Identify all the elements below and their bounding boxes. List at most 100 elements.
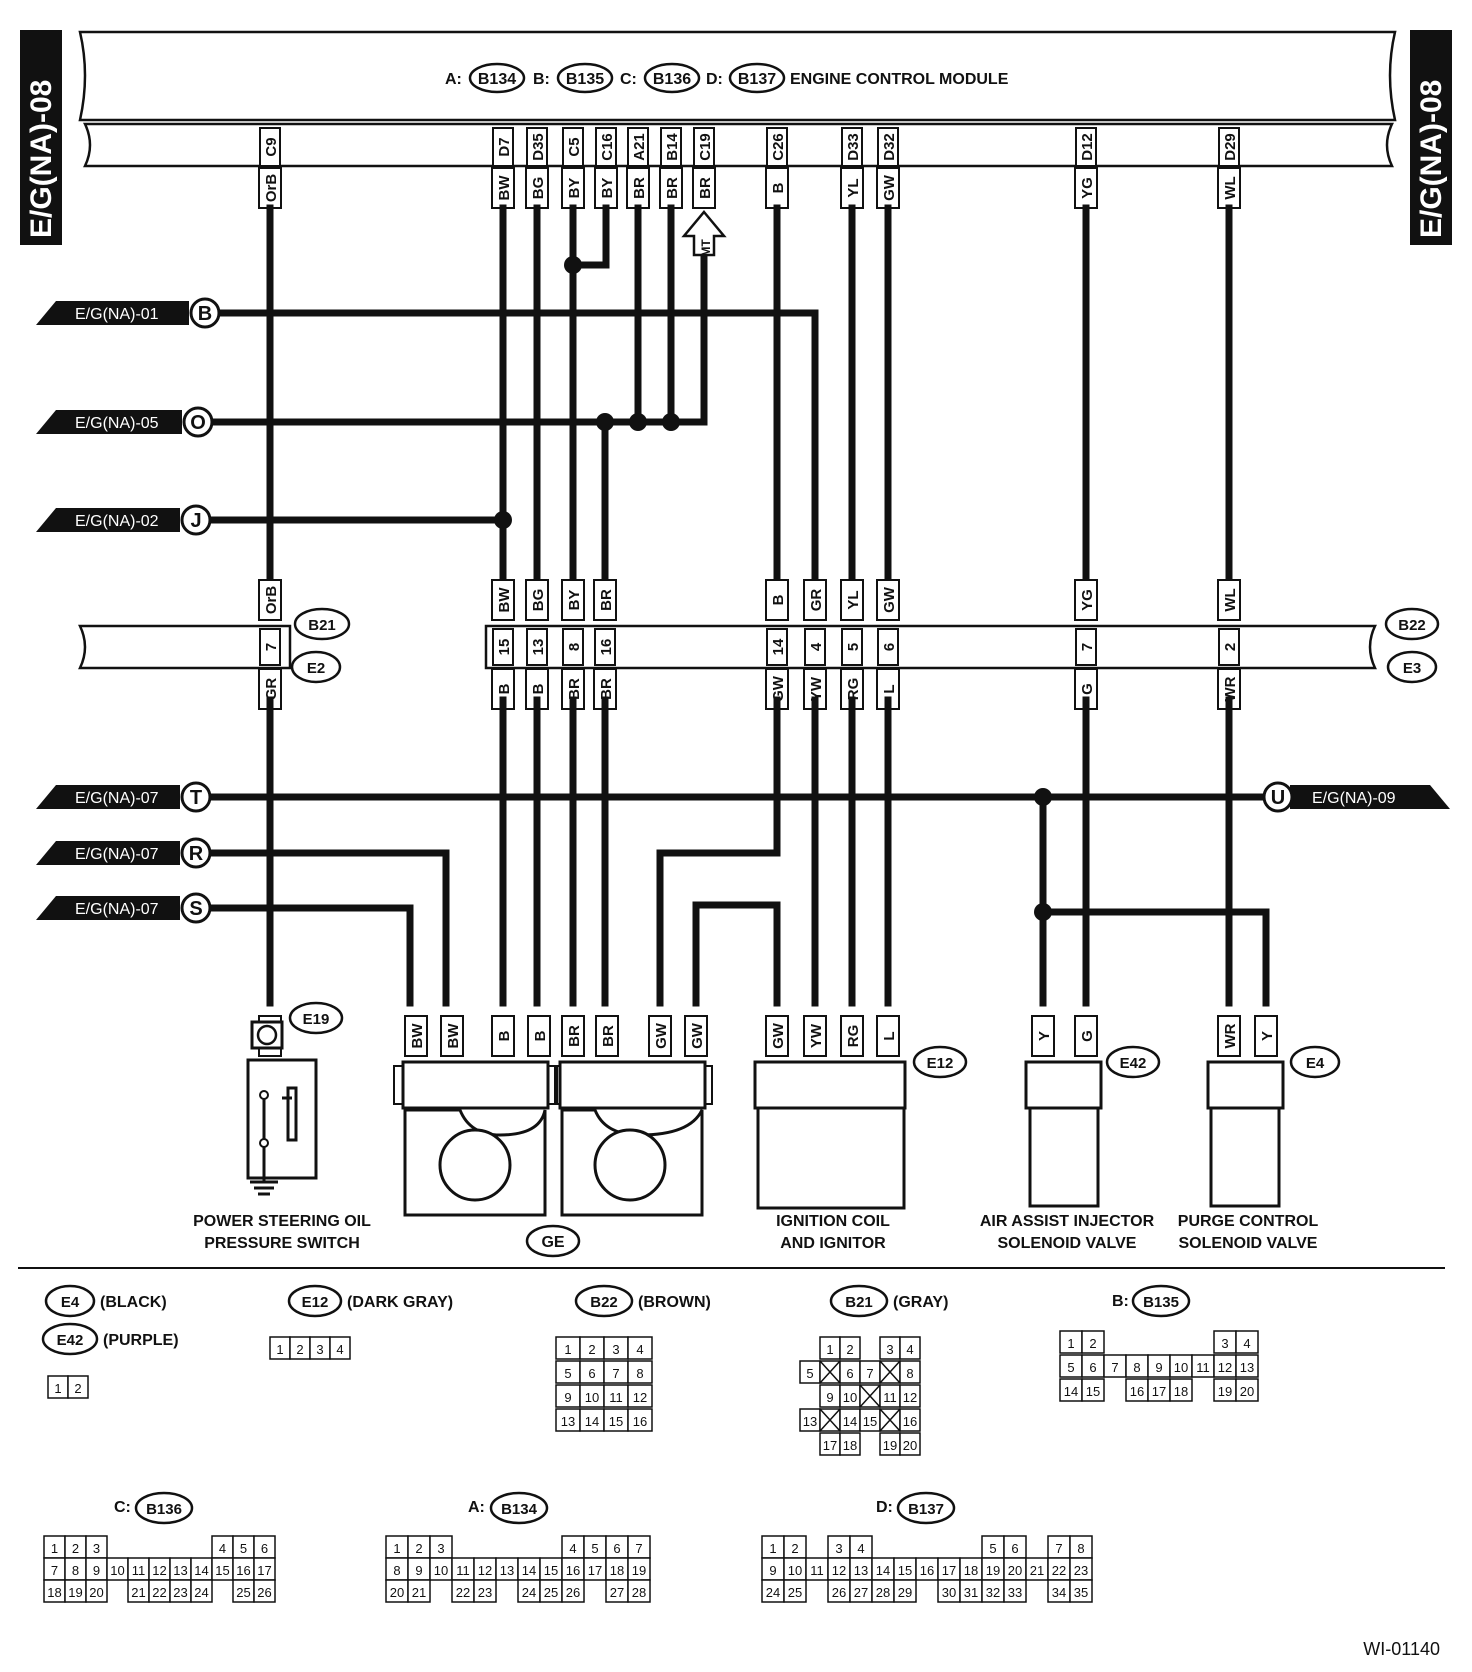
legend-b137-grid-pin: 21 bbox=[1030, 1563, 1044, 1578]
legend-b137-grid-pin: 20 bbox=[1008, 1563, 1022, 1578]
ecm-conn-b136: B136 bbox=[653, 71, 691, 88]
legend-b22-grid-pin: 15 bbox=[609, 1414, 623, 1429]
ecm-wire-color-1-group: BW bbox=[491, 167, 515, 209]
legend-b136-grid-cell bbox=[85, 1579, 108, 1603]
junction-pin-7-group: 5 bbox=[841, 628, 863, 666]
legend-b134-id-oval bbox=[489, 1491, 549, 1525]
ecm-pin-5-box bbox=[627, 127, 649, 167]
ecm-prefix-c: C: bbox=[620, 71, 637, 88]
legend-b137-prefix: D: bbox=[876, 1499, 893, 1516]
junction-pin-4-box bbox=[594, 628, 616, 666]
junction-lower-color-0-group: GR bbox=[258, 668, 282, 710]
legend-b21-grid-pin: 14 bbox=[843, 1414, 857, 1429]
ref-circle-4 bbox=[180, 837, 212, 869]
legend-b134-grid-pin: 11 bbox=[456, 1563, 470, 1578]
ecm-pin-4-box bbox=[595, 127, 617, 167]
ref-text-3: E/G(NA)-07 bbox=[75, 790, 159, 807]
legend-e12-grid-pin: 2 bbox=[296, 1342, 303, 1357]
junction-lower-color-4-group: BR bbox=[593, 668, 617, 710]
legend-b136-grid-pin: 9 bbox=[93, 1563, 100, 1578]
conn-e19-oval bbox=[288, 1001, 344, 1035]
ecm-pin-3-box bbox=[562, 127, 584, 167]
comp-wire-color-1-group: BW bbox=[404, 1015, 428, 1057]
legend-b136-grid-pin: 23 bbox=[173, 1585, 187, 1600]
legend-b21-desc: (GRAY) bbox=[893, 1294, 948, 1311]
comp-wire-color-13: Y bbox=[1036, 1031, 1053, 1041]
legend-b135-grid-cell bbox=[1235, 1330, 1259, 1354]
legend-b135-grid-pin: 8 bbox=[1133, 1360, 1140, 1375]
comp-wire-color-5: BR bbox=[566, 1025, 583, 1047]
comp-wire-color-6: BR bbox=[600, 1025, 617, 1047]
legend-b136-grid-pin: 22 bbox=[152, 1585, 166, 1600]
ecm-wire-color-2: BG bbox=[530, 177, 547, 200]
legend-b136-grid-pin: 12 bbox=[152, 1563, 166, 1578]
ref-circle-5 bbox=[180, 892, 212, 924]
junction-pin-6-box bbox=[804, 628, 826, 666]
legend-b136-grid-pin: 3 bbox=[93, 1541, 100, 1556]
junction-pin-0-box bbox=[259, 628, 281, 666]
legend-b21-grid-pin: 5 bbox=[806, 1366, 813, 1381]
legend-b21-grid-pin: 4 bbox=[906, 1342, 913, 1357]
legend-b134-grid-pin: 4 bbox=[569, 1541, 576, 1556]
comp-wire-color-4-box bbox=[527, 1015, 551, 1057]
legend-b21-grid-blank bbox=[879, 1408, 901, 1432]
legend-b134-grid-pin: 15 bbox=[544, 1563, 558, 1578]
legend-b135-grid-pin: 7 bbox=[1111, 1360, 1118, 1375]
legend-b135-grid-pin: 5 bbox=[1067, 1360, 1074, 1375]
legend-b136-grid-cell bbox=[253, 1579, 276, 1603]
legend-e12-grid-pin: 3 bbox=[316, 1342, 323, 1357]
legend-b21-grid-pin: 3 bbox=[886, 1342, 893, 1357]
legend-b137-grid-pin: 11 bbox=[810, 1563, 824, 1578]
ecm-wire-color-8-group: B bbox=[765, 167, 789, 209]
legend-e12-grid-pin: 1 bbox=[276, 1342, 283, 1357]
legend-b136-grid-pin: 17 bbox=[257, 1563, 271, 1578]
legend-b134-grid-pin: 1 bbox=[393, 1541, 400, 1556]
junction-upper-color-1-box bbox=[491, 579, 515, 621]
junction-lower-color-9: G bbox=[1079, 683, 1096, 695]
legend-b134-prefix: A: bbox=[468, 1499, 485, 1516]
junction-lower-color-8: L bbox=[881, 684, 898, 693]
engine-control-module: A: B134 B: B135 C: B136 D: B137 ENGINE C… bbox=[78, 30, 1397, 168]
legend-e12-id: E12 bbox=[302, 1294, 329, 1311]
legend-b22-grid-pin: 8 bbox=[636, 1366, 643, 1381]
ecm-pin-4: C16 bbox=[599, 133, 616, 161]
ecm-pin-1: D7 bbox=[496, 137, 513, 156]
junction-dot-2 bbox=[629, 413, 647, 431]
legend-b21-id-oval bbox=[829, 1284, 889, 1318]
legend-b135-grid-pin: 10 bbox=[1174, 1360, 1188, 1375]
junction-upper-color-6: GR bbox=[808, 589, 825, 612]
junction-upper-color-3: BY bbox=[566, 590, 583, 611]
wire-ref-b bbox=[214, 309, 819, 580]
ref-tab-5 bbox=[36, 896, 180, 920]
legend-b137-grid-pin: 23 bbox=[1074, 1563, 1088, 1578]
legend-b137-grid-pin: 8 bbox=[1077, 1541, 1084, 1556]
legend-b135-grid-pin: 12 bbox=[1218, 1360, 1232, 1375]
junction-lower-color-0: GR bbox=[263, 678, 280, 701]
legend-b21-grid-pin: 1 bbox=[826, 1342, 833, 1357]
conn-e19: E19 bbox=[303, 1011, 330, 1028]
comp-wire-color-15-group: WR bbox=[1217, 1015, 1241, 1057]
legend-b137-grid-pin: 32 bbox=[986, 1585, 1000, 1600]
junction-pin-1-box bbox=[492, 628, 514, 666]
air-assist-injector-solenoid-valve: AIR ASSIST INJECTOR SOLENOID VALVE bbox=[980, 1060, 1155, 1252]
ecm-prefix-a: A: bbox=[445, 71, 462, 88]
junction-upper-color-3-group: BY bbox=[561, 579, 585, 621]
legend-b137-grid-pin: 7 bbox=[1055, 1541, 1062, 1556]
junction-pin-6: 4 bbox=[808, 642, 825, 651]
legend-b21-grid-pin: 7 bbox=[866, 1366, 873, 1381]
legend-b22-grid-pin: 9 bbox=[564, 1390, 571, 1405]
ecm-pin-1-box bbox=[492, 127, 514, 167]
comp-wire-color-8-box bbox=[684, 1015, 708, 1057]
comp-wire-color-6-box bbox=[595, 1015, 619, 1057]
junction-upper-color-10-group: WL bbox=[1217, 579, 1241, 621]
ecm-prefix-d: D: bbox=[706, 71, 723, 88]
ref-tab-0 bbox=[36, 301, 189, 325]
legend-b134-grid-pin: 8 bbox=[393, 1563, 400, 1578]
legend-b22-id-oval bbox=[574, 1284, 634, 1318]
legend-b136-grid-pin: 21 bbox=[131, 1585, 145, 1600]
junction-dot-6 bbox=[1034, 903, 1052, 921]
legend-b135-grid-pin: 18 bbox=[1174, 1384, 1188, 1399]
ecm-pin-10: D32 bbox=[881, 133, 898, 161]
ref-letter-2: J bbox=[190, 510, 201, 532]
junction-upper-color-7: YL bbox=[845, 590, 862, 609]
